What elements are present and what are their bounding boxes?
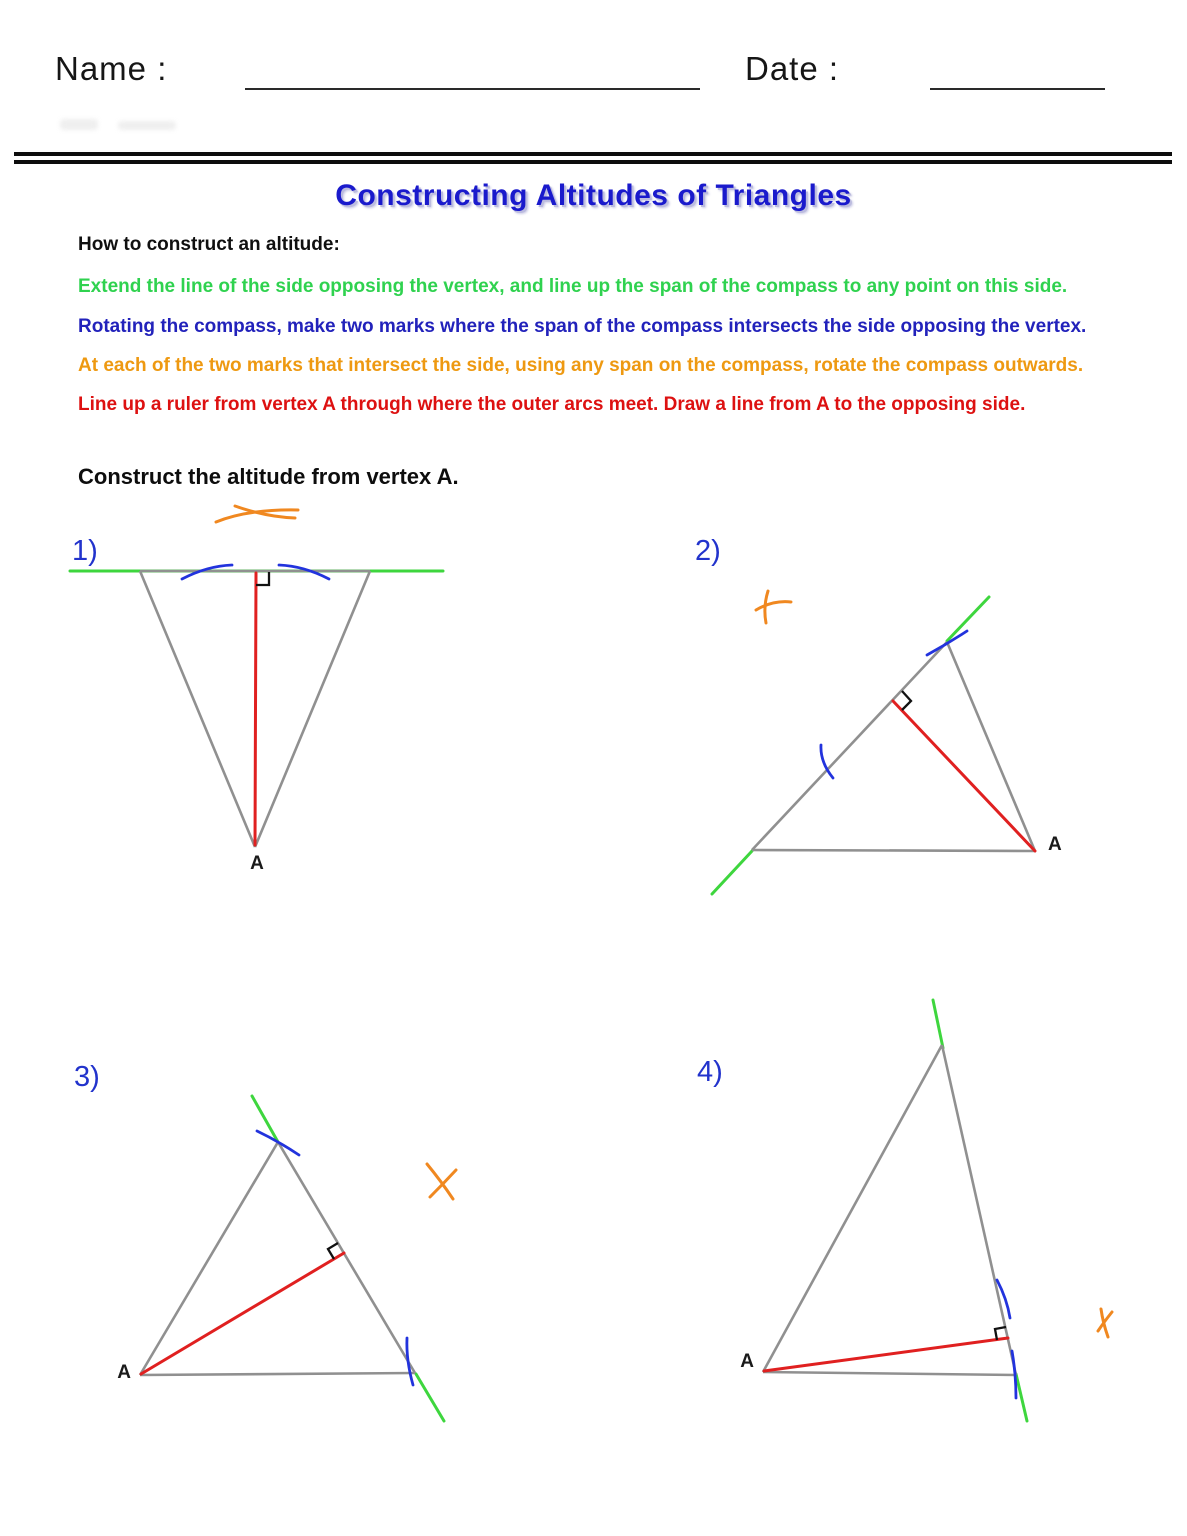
triangle-bottom-side bbox=[751, 848, 1036, 853]
faint-print-artifact bbox=[60, 119, 98, 130]
name-label: Name : bbox=[55, 50, 168, 87]
problem-2-number: 2) bbox=[695, 535, 721, 567]
task-heading: Construct the altitude from vertex A. bbox=[78, 464, 459, 489]
vertex-a-label: A bbox=[1048, 834, 1062, 855]
problem-4-number: 4) bbox=[697, 1056, 723, 1088]
divider-rule-top bbox=[14, 152, 1172, 156]
altitude-line bbox=[253, 571, 258, 847]
triangle-right-side bbox=[940, 1044, 1018, 1376]
date-blank-line bbox=[930, 88, 1105, 90]
triangle-right-side bbox=[276, 1141, 417, 1374]
faint-print-artifact bbox=[118, 121, 176, 130]
compass-mark-top bbox=[255, 1129, 301, 1157]
extended-side-line-top bbox=[931, 998, 945, 1050]
compass-mark-bottom bbox=[405, 1336, 415, 1387]
outer-arc-cross-stroke bbox=[754, 600, 793, 612]
vertex-a-label: A bbox=[740, 1351, 754, 1372]
page-title: Constructing Altitudes of Triangles bbox=[335, 179, 852, 212]
problem-3-figure: 3) A bbox=[74, 1061, 458, 1423]
triangle-left-side bbox=[761, 1044, 944, 1373]
compass-mark-upper bbox=[995, 1278, 1012, 1320]
instruction-step-extend: Extend the line of the side opposing the… bbox=[78, 276, 1068, 297]
extended-side-line-bottom bbox=[710, 849, 754, 896]
howto-heading: How to construct an altitude: bbox=[78, 234, 340, 255]
compass-mark-side bbox=[819, 743, 835, 780]
altitude-line bbox=[762, 1336, 1010, 1373]
altitude-line bbox=[139, 1251, 346, 1376]
problem-4-figure: 4) A bbox=[697, 998, 1114, 1423]
triangle-left-side bbox=[138, 1141, 280, 1376]
name-blank-line bbox=[245, 88, 700, 90]
extended-side-line-bottom bbox=[414, 1372, 446, 1423]
right-angle-mark bbox=[256, 572, 271, 587]
vertex-a-label: A bbox=[117, 1362, 131, 1383]
triangle-left-side bbox=[138, 570, 257, 848]
problem-3-number: 3) bbox=[74, 1061, 100, 1093]
extended-side-line-top bbox=[250, 1094, 280, 1144]
outer-arc-cross-stroke bbox=[1096, 1310, 1114, 1333]
compass-arc-left bbox=[180, 563, 234, 581]
altitude-line bbox=[891, 699, 1037, 853]
problem-2-figure: 2) A bbox=[695, 535, 1062, 896]
triangle-right-side bbox=[945, 641, 1037, 852]
outer-arc-cross-stroke bbox=[425, 1162, 455, 1201]
vertex-a-label: A bbox=[250, 853, 264, 874]
outer-arc-cross-stroke bbox=[233, 504, 297, 520]
compass-mark-top bbox=[925, 629, 969, 657]
right-angle-mark bbox=[993, 1325, 1007, 1341]
extended-side-line-top bbox=[945, 595, 991, 643]
divider-rule-bottom bbox=[14, 160, 1172, 164]
right-angle-mark bbox=[326, 1242, 339, 1260]
date-label: Date : bbox=[745, 50, 840, 87]
compass-mark-lower bbox=[1010, 1349, 1018, 1400]
triangle-left-side bbox=[751, 641, 948, 851]
extended-side-line-bottom bbox=[1014, 1372, 1029, 1423]
problem-1-figure: 1) A bbox=[68, 504, 445, 874]
instruction-step-arcs: At each of the two marks that intersect … bbox=[78, 355, 1084, 376]
instruction-step-marks: Rotating the compass, make two marks whe… bbox=[78, 316, 1087, 337]
outer-arc-cross-stroke bbox=[428, 1168, 458, 1199]
triangle-bottom-side bbox=[762, 1370, 1017, 1377]
problem-1-number: 1) bbox=[72, 535, 98, 567]
triangle-bottom-side bbox=[139, 1371, 416, 1377]
compass-arc-right bbox=[277, 563, 331, 581]
right-angle-mark bbox=[901, 690, 913, 711]
triangle-right-side bbox=[253, 570, 372, 848]
instruction-step-ruler: Line up a ruler from vertex A through wh… bbox=[78, 394, 1026, 415]
